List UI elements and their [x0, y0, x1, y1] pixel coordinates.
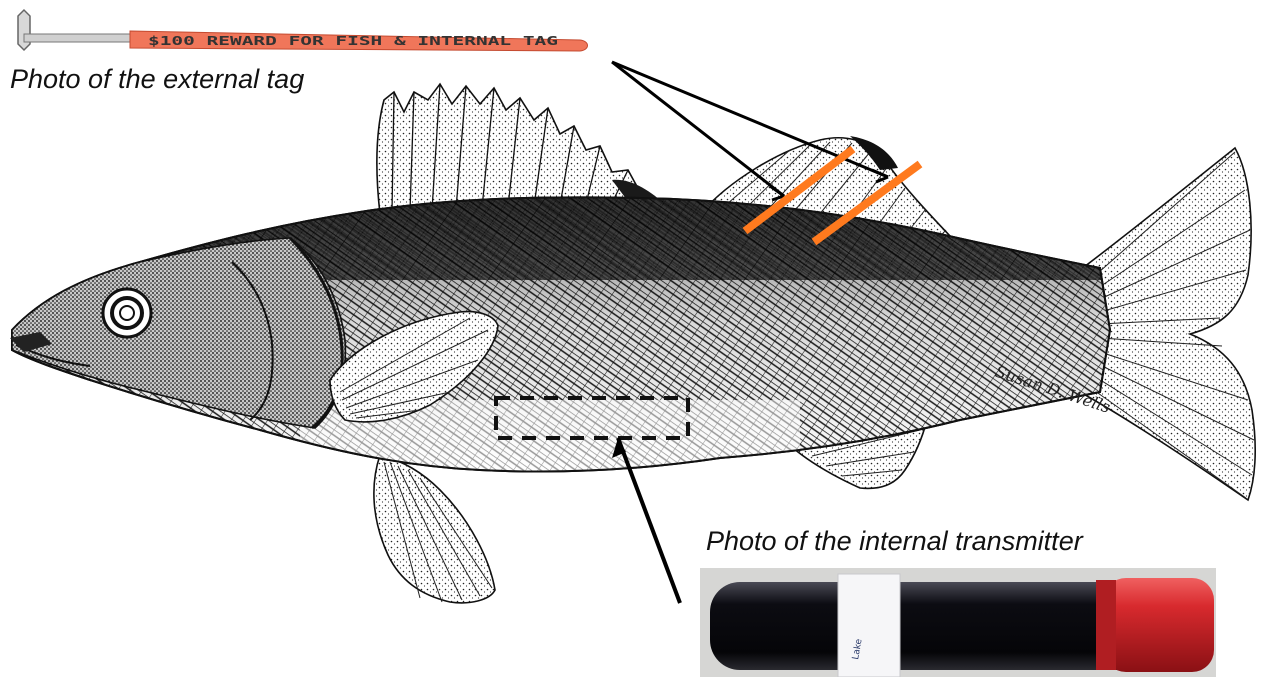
external-tag-caption: Photo of the external tag [10, 64, 304, 95]
internal-transmitter-photo: Lake [700, 568, 1216, 677]
transmitter-label [838, 574, 900, 677]
external-tag-text: $100 REWARD FOR FISH & INTERNAL TAG [148, 34, 558, 48]
internal-transmitter-caption: Photo of the internal transmitter [706, 526, 1083, 557]
fish-eye [103, 289, 151, 337]
